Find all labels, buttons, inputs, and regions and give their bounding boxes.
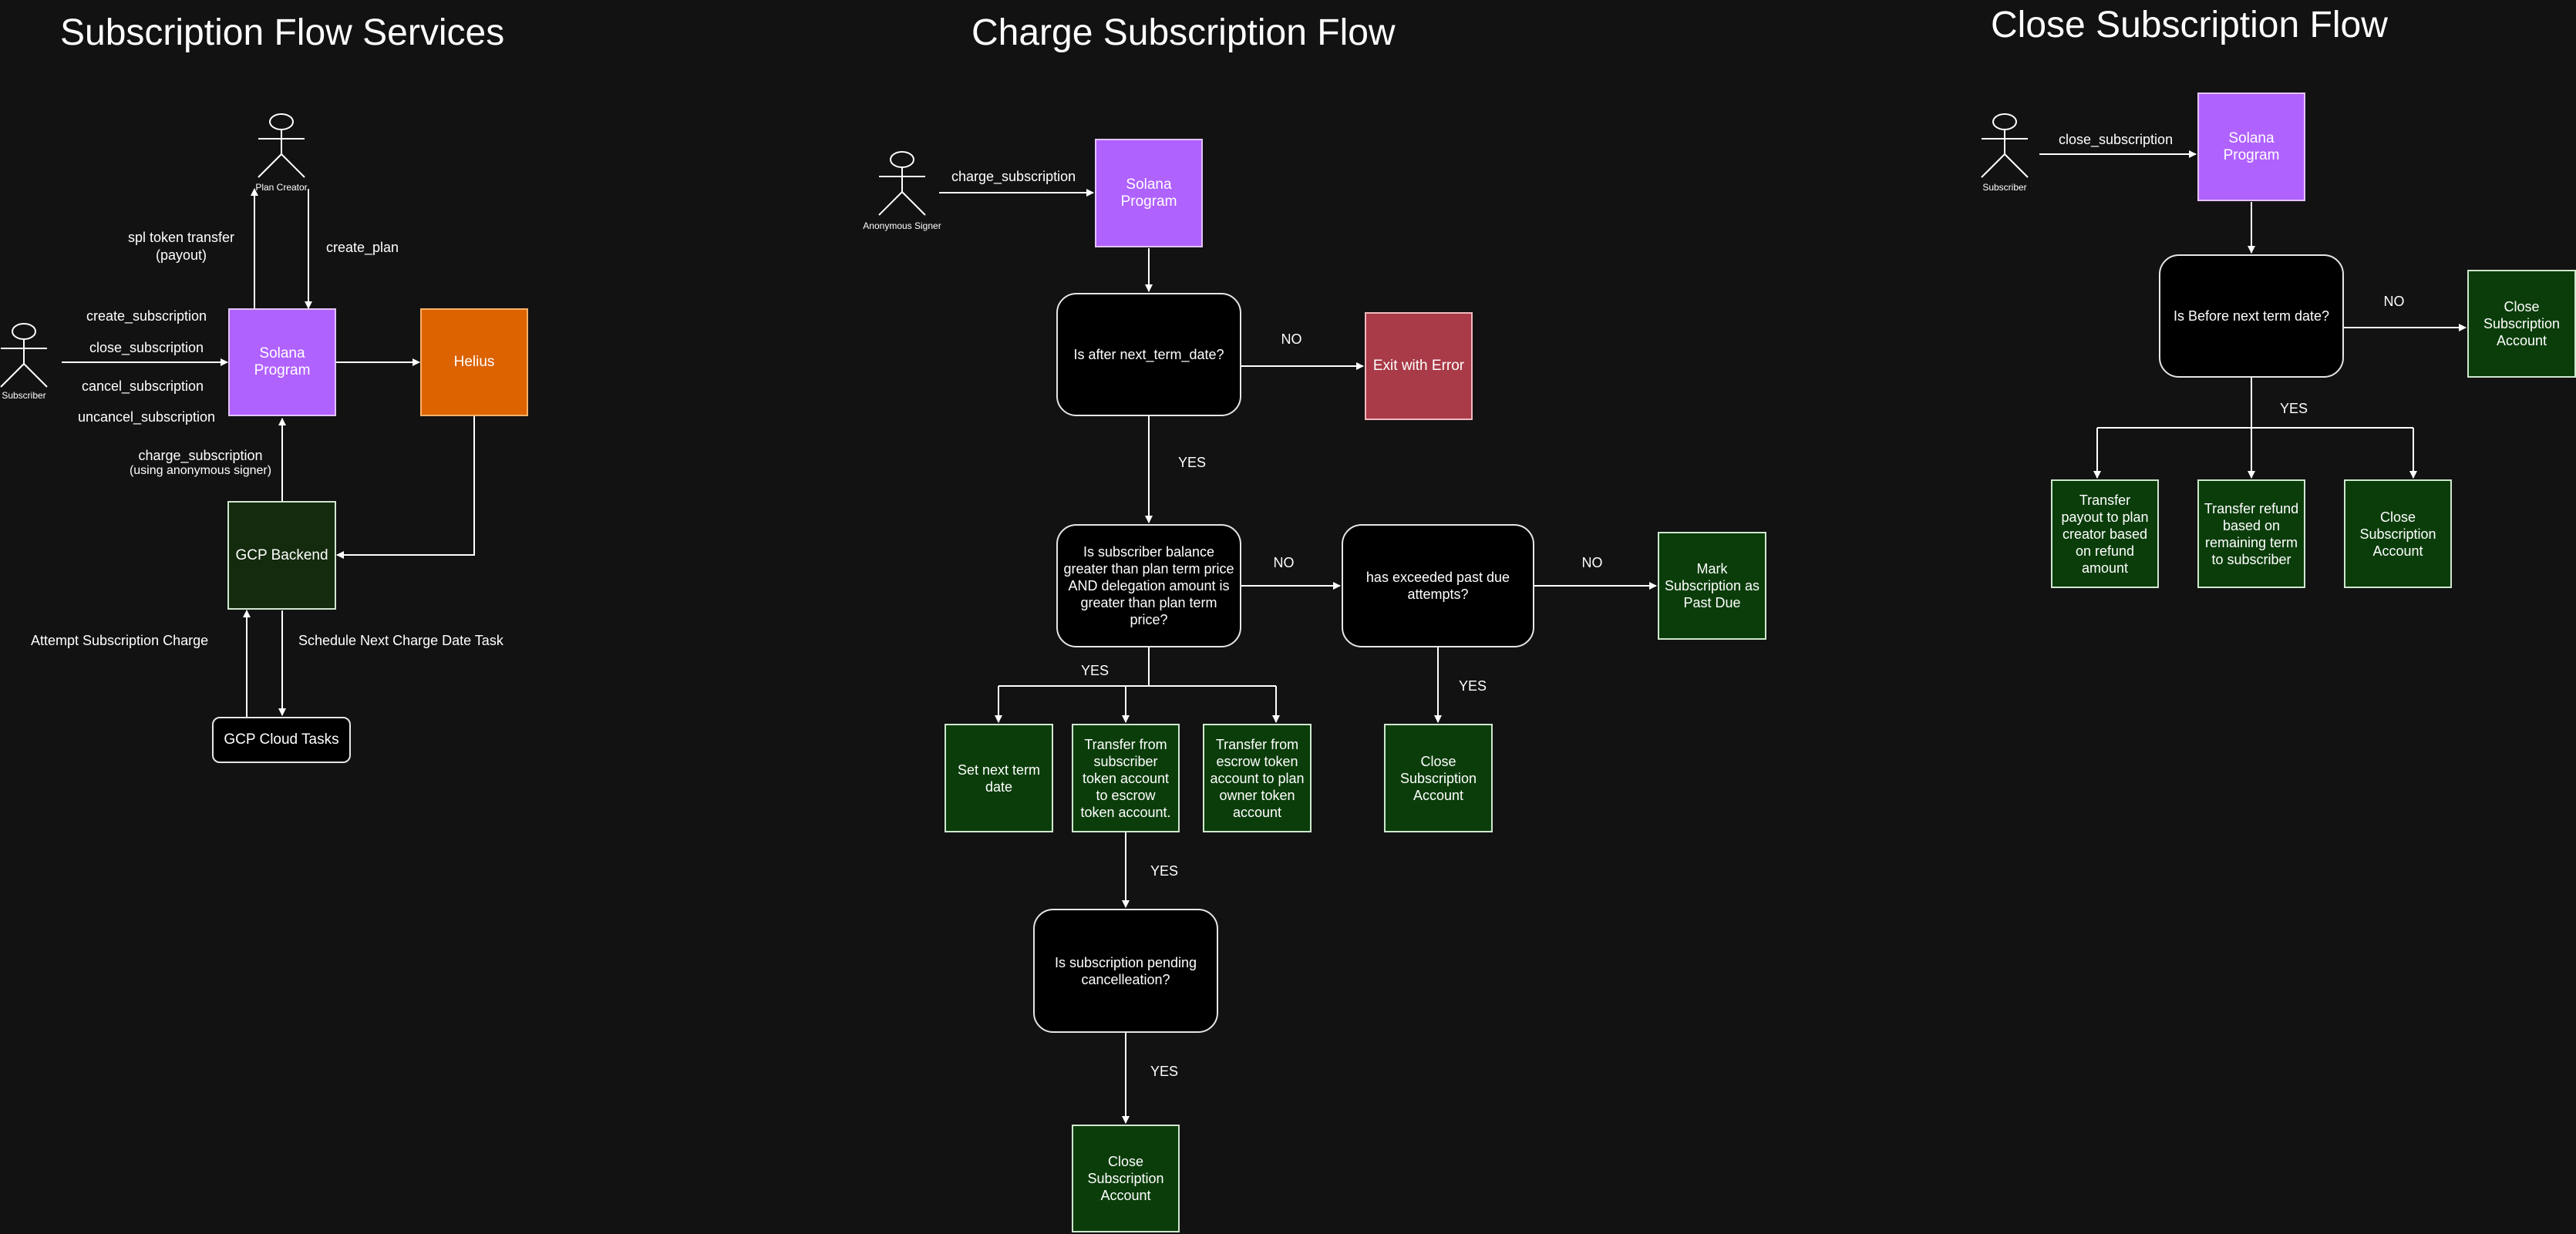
node-transfer-refund: Transfer refund based on remaining term … (2197, 479, 2305, 588)
node-exit-with-error: Exit with Error (1365, 312, 1473, 420)
decision-pending-cancellation: Is subscription pending cancelleation? (1033, 909, 1218, 1033)
label-create-subscription: create_subscription (86, 308, 207, 324)
decision-subscriber-balance: Is subscriber balance greater than plan … (1056, 524, 1241, 647)
title-charge: Charge Subscription Flow (971, 12, 1396, 53)
label-no-pastdue: NO (1581, 555, 1603, 570)
actor-plan-creator-label: Plan Creator (255, 182, 308, 193)
node-transfer-payout: Transfer payout to plan creator based on… (2051, 479, 2159, 588)
label-yes-transfer: YES (1150, 863, 1179, 879)
actor-subscriber-label: Subscriber (2, 390, 46, 401)
edge-helius-gcp (336, 416, 475, 559)
node-gcp-cloud-tasks: GCP Cloud Tasks (212, 717, 351, 763)
node-mark-past-due: Mark Subscription as Past Due (1658, 532, 1766, 640)
node-helius: Helius (420, 308, 528, 416)
label-yes-balance: YES (1080, 663, 1110, 678)
node-set-next-term-date: Set next term date (945, 724, 1053, 832)
node-gcp-backend: GCP Backend (227, 501, 336, 610)
label-charge-subscription: charge_subscription (138, 448, 263, 463)
node-solana-program: Solana Program (228, 308, 336, 416)
node-close-subscription-account-a: Close Subscription Account (1384, 724, 1493, 832)
label-yes-after: YES (1177, 455, 1207, 470)
label-close-subscription: close_subscription (89, 340, 204, 355)
node-charge-solana-program: Solana Program (1095, 139, 1203, 247)
decision-before-next-term: Is Before next term date? (2159, 254, 2344, 378)
label-charge-subscription-call: charge_subscription (951, 169, 1076, 184)
node-transfer-to-owner: Transfer from escrow token account to pl… (1203, 724, 1312, 832)
node-close-subscription-account-b: Close Subscription Account (1072, 1125, 1180, 1232)
actor-subscriber-icon (0, 323, 48, 388)
node-close-subscription-account-d: Close Subscription Account (2344, 479, 2452, 588)
label-attempt-charge: Attempt Subscription Charge (31, 633, 209, 648)
title-close: Close Subscription Flow (1991, 5, 2388, 45)
label-no-before: NO (2383, 294, 2405, 309)
actor-close-subscriber-icon (1981, 113, 2029, 178)
title-services: Subscription Flow Services (60, 12, 505, 53)
label-uncancel-subscription: uncancel_subscription (77, 409, 216, 425)
label-yes-before: YES (2279, 401, 2308, 416)
label-anonymous-signer-note: (using anonymous signer) (129, 464, 272, 477)
actor-plan-creator-icon (258, 113, 305, 178)
label-yes-pastdue: YES (1458, 678, 1487, 694)
decision-is-after-next-term: Is after next_term_date? (1056, 293, 1241, 416)
node-close-subscription-account-c: Close Subscription Account (2467, 270, 2576, 378)
label-yes-pending: YES (1150, 1064, 1179, 1079)
label-no-balance: NO (1273, 555, 1295, 570)
label-cancel-subscription: cancel_subscription (81, 378, 204, 394)
node-close-solana-program: Solana Program (2197, 92, 2305, 201)
label-close-subscription-call: close_subscription (2059, 132, 2174, 147)
decision-exceeded-past-due: has exceeded past due attempts? (1342, 524, 1534, 647)
label-schedule-next: Schedule Next Charge Date Task (298, 633, 503, 648)
node-transfer-to-escrow: Transfer from subscriber token account t… (1072, 724, 1180, 832)
actor-close-subscriber-label: Subscriber (1982, 182, 2027, 193)
label-spl-token-transfer: spl token transfer (127, 230, 235, 245)
label-payout: (payout) (155, 247, 207, 263)
label-no-after: NO (1281, 331, 1302, 347)
actor-anonymous-signer-icon (878, 151, 926, 216)
label-create-plan: create_plan (326, 240, 399, 255)
actor-anonymous-signer-label: Anonymous Signer (863, 220, 941, 231)
